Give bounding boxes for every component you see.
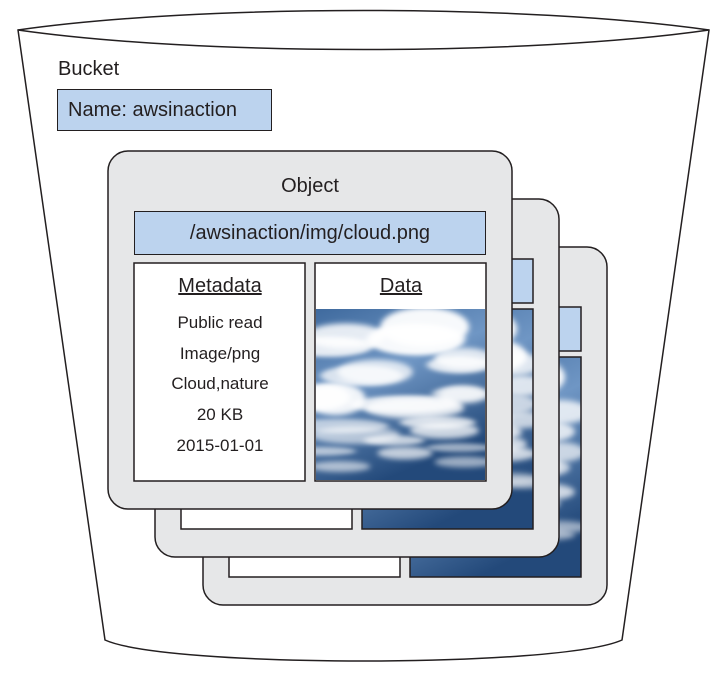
object-key: /awsinaction/img/cloud.png bbox=[189, 221, 431, 244]
bucket-name-box: Name: awsinaction bbox=[57, 89, 272, 131]
metadata-item: Cloud,nature bbox=[171, 374, 269, 393]
metadata-item: Image/png bbox=[179, 344, 261, 363]
data-heading: Data bbox=[379, 275, 423, 297]
bucket-name: Name: awsinaction bbox=[68, 98, 237, 121]
object-title: Object bbox=[281, 175, 339, 197]
metadata-item: Public read bbox=[177, 313, 263, 332]
metadata-panel bbox=[133, 262, 306, 482]
metadata-item: 2015-01-01 bbox=[176, 436, 264, 455]
bucket-label: Bucket bbox=[58, 58, 120, 80]
metadata-item: 20 KB bbox=[196, 405, 244, 424]
metadata-heading: Metadata bbox=[178, 275, 262, 297]
cloud-image bbox=[316, 309, 485, 480]
object-key-box: /awsinaction/img/cloud.png bbox=[134, 211, 486, 255]
